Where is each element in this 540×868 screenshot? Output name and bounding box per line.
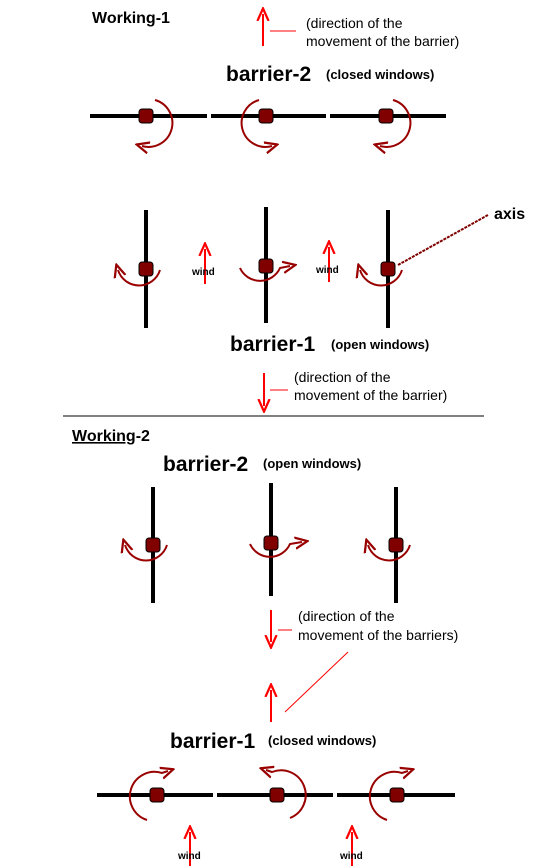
working2-heading-suffix: -2: [136, 428, 150, 445]
direction-down-arrow-icon: [264, 373, 288, 406]
pivot-icon: [138, 261, 154, 277]
working1-direction-note-line2: movement of the barrier): [306, 33, 459, 49]
working1-direction-note2-line1: (direction of the: [294, 369, 391, 385]
working1-wind-label-b: wind: [315, 265, 339, 276]
rotation-arrow-icon: [249, 542, 302, 558]
rotation-arrow-icon: [239, 266, 290, 282]
working2-barrier1-state: (closed windows): [268, 733, 376, 748]
pivot-icon: [378, 108, 394, 124]
rotation-arrow-icon: [368, 771, 408, 821]
working1-direction-note-line1: (direction of the: [306, 15, 403, 31]
rotation-arrow-icon: [240, 99, 272, 147]
pivot-icon: [380, 261, 396, 277]
pivot-icon: [263, 535, 279, 551]
rotation-arrow-icon: [360, 270, 403, 287]
pivot-icon: [388, 537, 404, 553]
working2-barrier1-label: barrier-1: [170, 730, 256, 753]
rotation-arrow-icon: [380, 99, 412, 147]
working2-direction-note-line1: (direction of the: [298, 608, 395, 624]
working1-heading: Working-1: [92, 10, 170, 27]
pivot-icon: [269, 787, 285, 803]
rotation-arrow-icon: [266, 770, 307, 819]
direction-down-arrow-icon: [271, 610, 292, 642]
working2-heading: Working-2: [72, 428, 150, 445]
working2-direction-note-line2: movement of the barriers): [298, 627, 458, 643]
working1-barrier1-label: barrier-1: [230, 333, 316, 356]
axis-label: axis: [494, 206, 525, 223]
pivot-icon: [149, 787, 165, 803]
pivot-icon: [145, 537, 161, 553]
pivot-icon: [258, 258, 274, 274]
pivot-icon: [138, 108, 154, 124]
pivot-icon: [389, 787, 405, 803]
axis-pointer-line: [397, 214, 489, 266]
rotation-arrow-icon: [125, 545, 168, 562]
working2-barrier2-label: barrier-2: [163, 453, 248, 476]
direction-up-arrow-icon: [271, 651, 349, 722]
rotation-arrow-icon: [118, 270, 161, 287]
working1-wind-label-a: wind: [191, 267, 215, 278]
working1-barrier2-label: barrier-2: [226, 63, 311, 86]
rotation-arrow-icon: [142, 99, 174, 147]
rotation-arrow-icon: [128, 771, 168, 821]
working2-wind-label-a: wind: [177, 851, 201, 862]
working2-wind-label-b: wind: [339, 851, 363, 862]
working2-heading-underlined: Working: [72, 428, 136, 445]
working1-barrier1-state: (open windows): [331, 337, 429, 352]
rotation-arrow-icon: [368, 545, 411, 562]
pivot-icon: [258, 108, 274, 124]
working1-direction-note2-line2: movement of the barrier): [294, 387, 447, 403]
working2-barrier2-state: (open windows): [263, 456, 361, 471]
direction-up-arrow-icon: [263, 14, 296, 46]
working1-barrier2-state: (closed windows): [326, 67, 434, 82]
